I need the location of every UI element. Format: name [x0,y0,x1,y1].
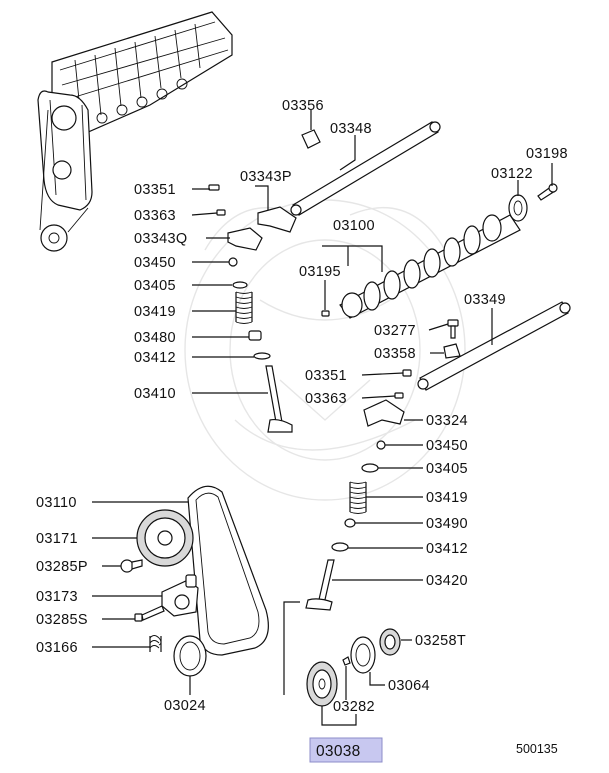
spring-03166 [149,635,162,652]
label-03166[interactable]: 03166 [36,640,78,656]
oil-seal-03122 [508,194,528,222]
part-03363-b [394,392,404,399]
label-03358[interactable]: 03358 [374,346,416,362]
part-03405-b [361,463,379,473]
label-03410[interactable]: 03410 [134,386,176,402]
label-03412-b[interactable]: 03412 [426,541,468,557]
label-03171[interactable]: 03171 [36,531,78,547]
valve-03410 [265,365,293,433]
bolt-03277 [447,319,459,339]
rocker-arm-03324 [363,399,405,427]
camshaft-03100 [339,214,521,319]
part-03412-a [253,352,271,360]
part-03450-a [228,257,238,267]
part-03450-b [376,440,386,450]
valve-03420 [305,559,335,611]
highlight-box[interactable] [309,737,383,763]
tensioner-03173 [161,574,199,617]
part-03351-b [402,369,412,377]
rocker-shaft-03348 [290,121,441,216]
label-03285S[interactable]: 03285S [36,612,88,628]
engine-head-overview [37,11,233,252]
sprocket-03258T [379,628,401,656]
label-03450-b[interactable]: 03450 [426,438,468,454]
bolt-03198 [537,183,558,201]
label-03100[interactable]: 03100 [333,218,375,234]
part-03480 [248,330,262,341]
label-03324[interactable]: 03324 [426,413,468,429]
label-03405-a[interactable]: 03405 [134,278,176,294]
leader-lines [92,110,553,726]
valve-spring-03419-b [349,481,367,514]
part-03363-a [216,209,226,216]
plate-03024 [173,635,207,677]
part-03490 [344,518,356,528]
part-labels: 03356 03348 03198 03122 03351 03343P 031… [36,98,568,715]
label-03412-a[interactable]: 03412 [134,350,176,366]
rocker-arm-03343Q [227,227,263,251]
label-03480[interactable]: 03480 [134,330,176,346]
rocker-shaft-03349 [417,301,571,391]
label-03122[interactable]: 03122 [491,166,533,182]
flange-03064 [350,636,376,674]
bracket-03358 [443,343,461,359]
label-03405-b[interactable]: 03405 [426,461,468,477]
label-03285P[interactable]: 03285P [36,559,88,575]
figure-number: 500135 [516,742,558,756]
label-03420[interactable]: 03420 [426,573,468,589]
label-03356[interactable]: 03356 [282,98,324,114]
key-03282 [342,656,351,666]
label-03282[interactable]: 03282 [333,699,375,715]
bolt-03285P [120,559,143,573]
part-03356 [301,129,321,149]
part-03412-b [331,542,349,552]
label-03351-b[interactable]: 03351 [305,368,347,384]
label-03258T[interactable]: 03258T [415,633,466,649]
label-03348[interactable]: 03348 [330,121,372,137]
bolt-03285S [134,605,165,622]
label-03363-b[interactable]: 03363 [305,391,347,407]
sprocket-03171 [136,509,194,567]
timing-belt-03110 [187,485,269,656]
part-03405-a [232,281,248,289]
label-03490[interactable]: 03490 [426,516,468,532]
watermark-emblem [184,199,466,501]
label-03343Q[interactable]: 03343Q [134,231,187,247]
label-03024[interactable]: 03024 [164,698,206,714]
label-03198[interactable]: 03198 [526,146,568,162]
label-03349[interactable]: 03349 [464,292,506,308]
rocker-arm-03343P [257,206,297,233]
label-03064[interactable]: 03064 [388,678,430,694]
part-03195 [321,310,330,317]
label-03343P[interactable]: 03343P [240,169,292,185]
label-03363-a[interactable]: 03363 [134,208,176,224]
label-03351-a[interactable]: 03351 [134,182,176,198]
label-03195[interactable]: 03195 [299,264,341,280]
label-03038[interactable]: 03038 [316,743,361,760]
label-03110[interactable]: 03110 [36,495,77,511]
valve-spring-03419-a [235,291,253,324]
label-03277[interactable]: 03277 [374,323,416,339]
label-03419-b[interactable]: 03419 [426,490,468,506]
part-03351-a [208,184,220,191]
label-03450-a[interactable]: 03450 [134,255,176,271]
label-03173[interactable]: 03173 [36,589,78,605]
highlighted-part[interactable]: 03038 [309,737,383,763]
label-03419-a[interactable]: 03419 [134,304,176,320]
crank-sprocket-03038 [306,661,338,707]
